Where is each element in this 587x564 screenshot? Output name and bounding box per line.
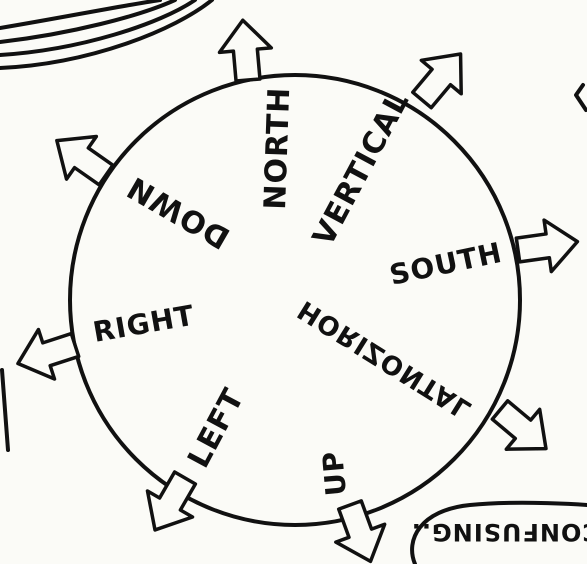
label-down: DOWN (121, 169, 236, 256)
arrow-north-icon (217, 18, 274, 82)
arrow-south-icon (514, 216, 581, 276)
left-edge-mark (2, 370, 8, 450)
label-south: SOUTH (387, 236, 506, 292)
label-horizontal: HORIZONTAL (293, 294, 477, 425)
label-vertical: VERTICAL (306, 86, 416, 252)
right-edge-mark (576, 85, 586, 110)
label-right: RIGHT (90, 299, 197, 349)
label-north: NORTH (258, 86, 297, 210)
label-left: LEFT (181, 383, 252, 474)
label-up: UP (316, 449, 353, 497)
corner-swoosh (0, 0, 212, 68)
speech-fragment: CONFUSING.. (411, 518, 587, 546)
arrow-down-icon (42, 119, 121, 196)
